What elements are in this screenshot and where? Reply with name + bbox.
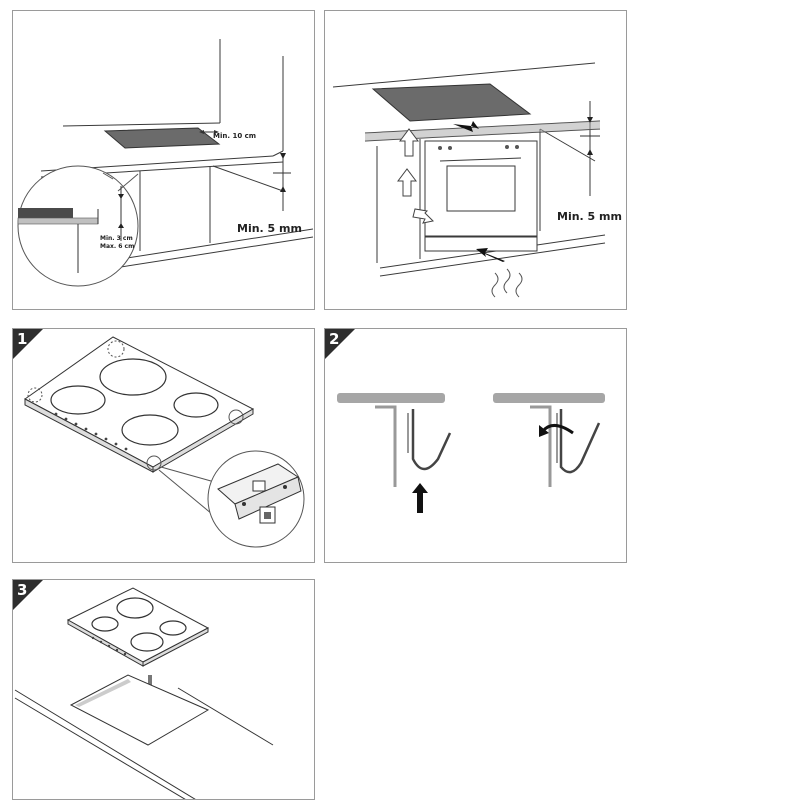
panel-step-2: 2 xyxy=(324,328,627,563)
hob-plate xyxy=(103,127,221,149)
cooking-zone xyxy=(121,414,179,446)
label-min-5mm: Min. 5 mm xyxy=(557,210,622,223)
label-min-10cm: Min. 10 cm xyxy=(213,132,257,140)
step-number: 1 xyxy=(17,330,28,348)
step-2-illustration xyxy=(337,393,605,513)
step-3-illustration xyxy=(14,587,274,799)
panel-step-3: 3 xyxy=(12,579,315,800)
cooking-zone xyxy=(99,358,167,396)
clearance-wall-illustration xyxy=(17,39,314,287)
step-1-illustration xyxy=(24,336,305,548)
step-number: 3 xyxy=(17,581,28,599)
label-min-3cm: Min. 3 cm xyxy=(100,235,133,242)
cooking-zone xyxy=(173,392,219,418)
step-number: 2 xyxy=(329,330,340,348)
clearance-oven-illustration xyxy=(332,62,606,298)
label-max-6cm: Max. 6 cm xyxy=(100,243,135,250)
panel-clearance-oven: Min. 5 mm xyxy=(324,10,627,310)
panel-step-1: 1 xyxy=(12,328,315,563)
panel-clearance-wall: Min. 10 cm Min. 5 mm Min. 3 cm Max. 6 cm xyxy=(12,10,315,310)
worktop-cutout xyxy=(69,674,210,746)
hob-plate xyxy=(371,83,532,122)
label-min-5mm: Min. 5 mm xyxy=(237,222,302,235)
cooking-zone xyxy=(50,385,106,415)
